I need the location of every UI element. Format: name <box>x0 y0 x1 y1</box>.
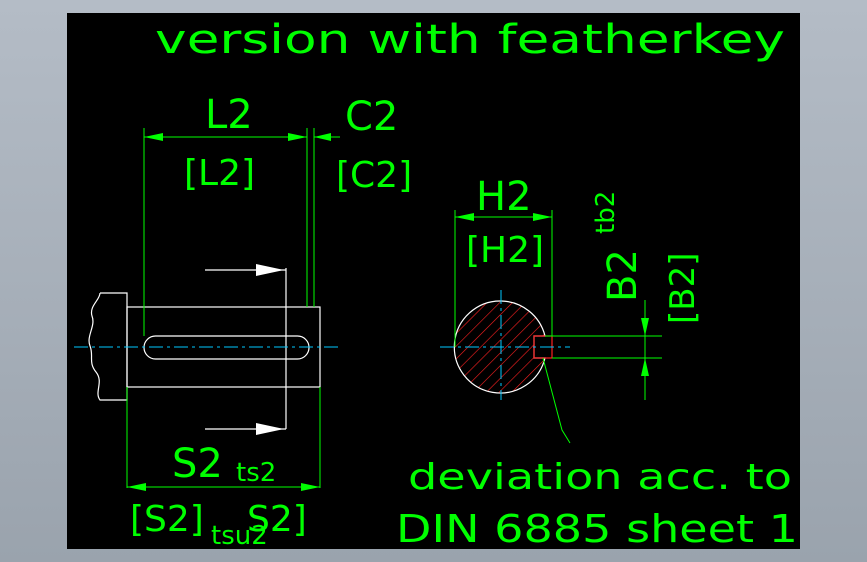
dim-sub-tsu2: tsu2 <box>211 521 268 551</box>
drawing-area <box>67 13 800 549</box>
drawing-title: version with featherkey <box>155 17 785 63</box>
dim-ref-S2-tail: S2] <box>247 499 307 540</box>
dim-ref-C2: [C2] <box>336 155 412 196</box>
dim-label-S2: S2 <box>172 441 223 487</box>
dim-label-B2: B2 <box>600 249 646 302</box>
note-line-1: deviation acc. to <box>408 457 792 498</box>
dim-sup-tb2: tb2 <box>591 191 621 234</box>
dim-ref-S2: [S2] <box>130 499 204 540</box>
dim-ref-L2: [L2] <box>184 153 255 194</box>
dimension-L2 <box>143 128 340 336</box>
shaft-section-outline <box>453 300 546 394</box>
dimension-S2 <box>126 387 321 488</box>
dimension-B2 <box>545 300 662 400</box>
section-arrow-top <box>256 264 284 276</box>
note-leader <box>542 357 571 444</box>
dim-ref-H2: [H2] <box>466 230 544 271</box>
section-arrow-bottom <box>256 423 284 435</box>
dim-sub-ts2: ts2 <box>236 458 276 488</box>
note-line-2: DIN 6885 sheet 1 <box>396 507 798 551</box>
shaft-head-outline <box>88 292 128 401</box>
dim-label-C2: C2 <box>345 94 398 140</box>
dim-ref-B2: [B2] <box>663 253 703 325</box>
dim-label-H2: H2 <box>476 174 532 220</box>
dim-label-L2: L2 <box>205 92 253 138</box>
